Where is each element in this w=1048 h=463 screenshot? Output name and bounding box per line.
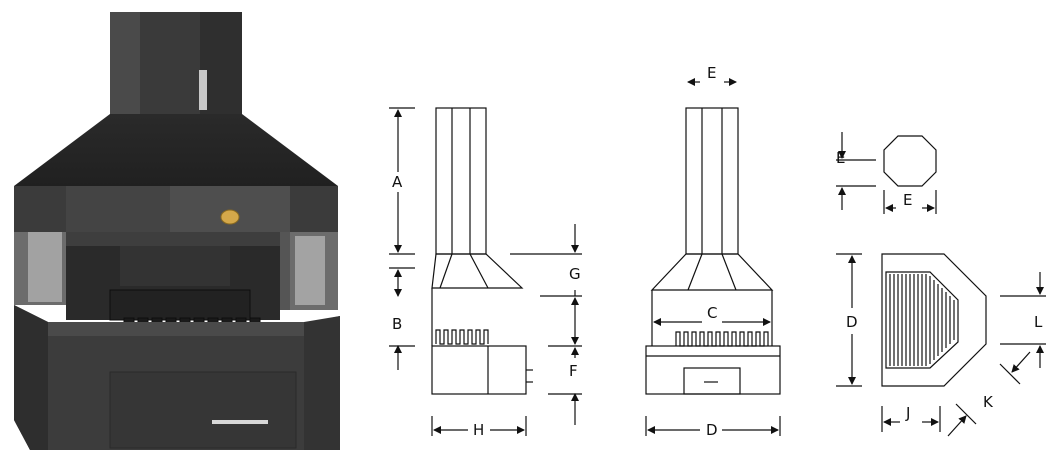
label-A: A bbox=[392, 173, 403, 191]
dim-J bbox=[881, 406, 941, 432]
front-hood bbox=[650, 253, 774, 291]
label-F: F bbox=[569, 362, 578, 380]
label-E-height: E bbox=[836, 149, 845, 167]
ash-drawer bbox=[109, 371, 297, 449]
dim-E-height bbox=[836, 132, 876, 210]
dim-L bbox=[1000, 272, 1046, 368]
octagon-section bbox=[883, 135, 937, 187]
front-base bbox=[645, 345, 781, 395]
dim-G bbox=[510, 224, 582, 296]
label-B: B bbox=[392, 315, 402, 333]
side-chimney bbox=[435, 107, 487, 255]
dim-E-width bbox=[883, 190, 937, 214]
dim-F bbox=[540, 295, 582, 425]
label-J: J bbox=[905, 404, 910, 422]
plan-outline bbox=[881, 253, 987, 387]
label-K: K bbox=[983, 393, 994, 411]
label-E-width: E bbox=[903, 191, 912, 209]
dim-A bbox=[389, 107, 415, 255]
side-hood bbox=[431, 253, 524, 289]
label-D-front: D bbox=[706, 421, 718, 439]
label-L: L bbox=[1034, 313, 1043, 331]
label-G: G bbox=[569, 265, 581, 283]
label-E-front: E bbox=[707, 64, 716, 82]
side-view-drawing bbox=[389, 107, 582, 436]
dim-K bbox=[947, 351, 1031, 437]
dim-D-front bbox=[645, 416, 781, 436]
ash-drawer-handle bbox=[212, 420, 268, 424]
plan-firebox bbox=[885, 271, 959, 369]
plan-view-drawing bbox=[836, 253, 1046, 437]
front-ash-drawer bbox=[683, 367, 741, 395]
dim-B bbox=[389, 267, 415, 370]
front-chimney bbox=[685, 107, 739, 255]
front-heating-coil bbox=[675, 331, 769, 347]
chimney-section-drawing bbox=[836, 132, 937, 214]
label-C: C bbox=[707, 304, 717, 322]
fireplace-photo bbox=[14, 12, 340, 450]
dim-D-plan bbox=[836, 253, 862, 387]
front-view-drawing bbox=[645, 78, 781, 436]
label-D-plan: D bbox=[846, 313, 858, 331]
side-body bbox=[431, 345, 527, 395]
side-heating-coil bbox=[435, 329, 489, 345]
dim-H bbox=[431, 416, 527, 436]
damper-handle bbox=[199, 70, 207, 110]
plan-grate-bars bbox=[889, 274, 955, 366]
brand-badge bbox=[220, 209, 240, 225]
label-H: H bbox=[473, 421, 484, 439]
